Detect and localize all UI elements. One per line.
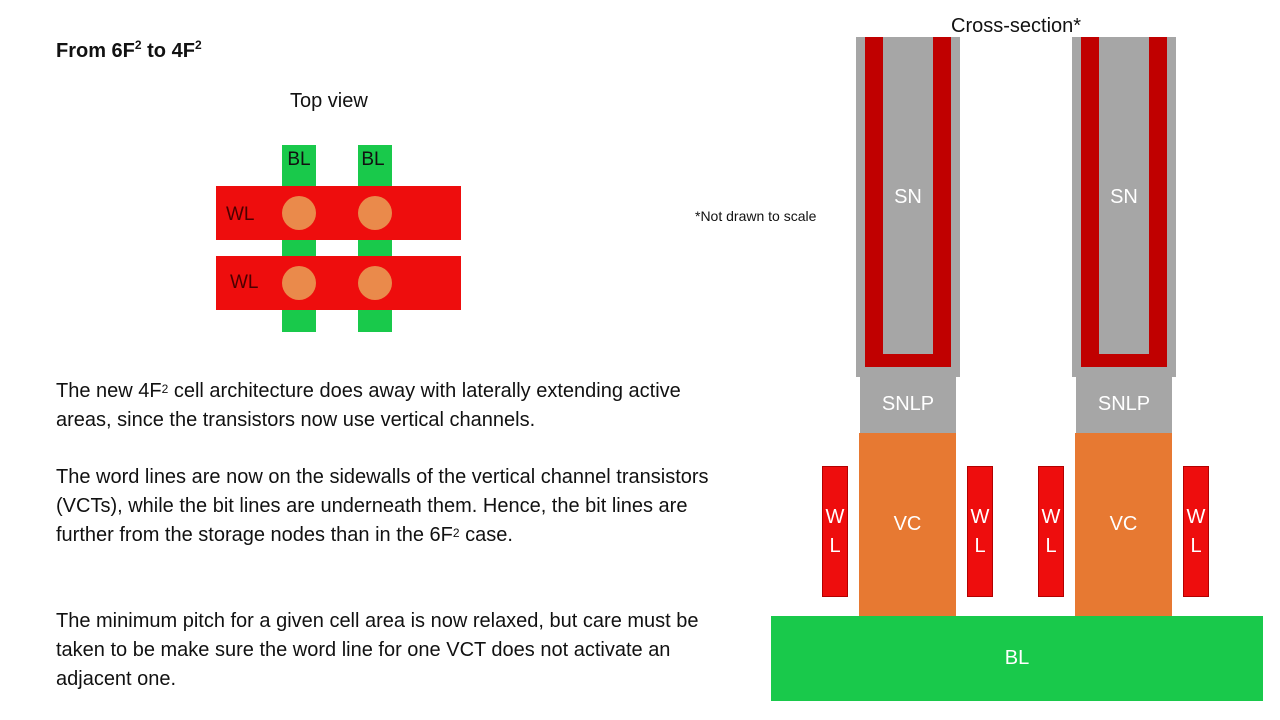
sidewall-word-line-2 bbox=[967, 466, 993, 597]
storage-node-landing-pad-label-2: SNLP bbox=[1097, 393, 1151, 415]
storage-node-landing-pad-2 bbox=[1076, 377, 1172, 433]
top-view-contact-4 bbox=[358, 266, 392, 300]
storage-node-label-2: SN bbox=[1110, 186, 1138, 208]
slide-title: From 6F2 to 4F2 bbox=[56, 38, 202, 63]
paragraph-word-lines: The word lines are now on the sidewalls … bbox=[56, 463, 716, 550]
top-view-bit-line-label-1: BL bbox=[287, 149, 311, 170]
paragraph-pitch-text: The minimum pitch for a given cell area … bbox=[56, 610, 699, 690]
paragraph-architecture-superscript: 2 bbox=[161, 382, 169, 397]
paragraph-word-lines-text: The word lines are now on the sidewalls … bbox=[56, 466, 709, 546]
cross-section-title: Cross-section* bbox=[951, 15, 1082, 37]
sidewall-word-line-label-4-l: L bbox=[1190, 535, 1202, 557]
paragraph-pitch: The minimum pitch for a given cell area … bbox=[56, 607, 716, 694]
sidewall-word-line-3 bbox=[1038, 466, 1064, 597]
top-view-word-line-1 bbox=[216, 186, 461, 240]
sidewall-word-line-label-4-w: W bbox=[1186, 506, 1206, 528]
vertical-channel-1 bbox=[859, 433, 956, 616]
vertical-channel-2 bbox=[1075, 433, 1172, 616]
sidewall-word-line-label-2-w: W bbox=[970, 506, 990, 528]
vertical-channel-label-1: VC bbox=[893, 513, 922, 535]
paragraph-architecture-text: The new 4F bbox=[56, 380, 162, 402]
storage-node-landing-pad-label-1: SNLP bbox=[881, 393, 935, 415]
top-view-contact-1 bbox=[282, 196, 316, 230]
sidewall-word-line-label-3-w: W bbox=[1041, 506, 1061, 528]
title-superscript: 2 bbox=[134, 38, 142, 53]
title-text: From 6F bbox=[56, 40, 135, 62]
sidewall-word-line-1 bbox=[822, 466, 848, 597]
sidewall-word-line-label-1-l: L bbox=[829, 535, 841, 557]
paragraph-word-lines-superscript: 2 bbox=[452, 526, 460, 541]
paragraph-word-lines-text-2: case. bbox=[459, 524, 513, 546]
title-text-mid: to 4F bbox=[141, 40, 195, 62]
sidewall-word-line-label-1-w: W bbox=[825, 506, 845, 528]
storage-node-core-1 bbox=[883, 37, 933, 354]
sidewall-word-line-label-2-l: L bbox=[974, 535, 986, 557]
paragraph-architecture: The new 4F2 cell architecture does away … bbox=[56, 377, 716, 435]
paragraph-architecture-text-2: cell architecture does away with lateral… bbox=[56, 380, 681, 431]
storage-node-landing-pad-1 bbox=[860, 377, 956, 433]
storage-node-label-1: SN bbox=[894, 186, 922, 208]
top-view-word-line-label-1: WL bbox=[226, 204, 255, 225]
sidewall-word-line-label-3-l: L bbox=[1045, 535, 1057, 557]
top-view-word-line-2 bbox=[216, 256, 461, 310]
top-view-label: Top view bbox=[290, 90, 368, 112]
top-view-word-line-label-2: WL bbox=[230, 272, 259, 293]
not-to-scale-note: *Not drawn to scale bbox=[695, 208, 817, 224]
cross-section-bit-line bbox=[771, 616, 1263, 701]
top-view-contact-3 bbox=[282, 266, 316, 300]
sidewall-word-line-4 bbox=[1183, 466, 1209, 597]
storage-node-core-2 bbox=[1099, 37, 1149, 354]
vertical-channel-label-2: VC bbox=[1109, 513, 1138, 535]
top-view-contact-2 bbox=[358, 196, 392, 230]
title-superscript-2: 2 bbox=[194, 38, 202, 53]
top-view-bit-line-label-2: BL bbox=[361, 149, 385, 170]
cross-section-bit-line-label: BL bbox=[1004, 647, 1030, 669]
